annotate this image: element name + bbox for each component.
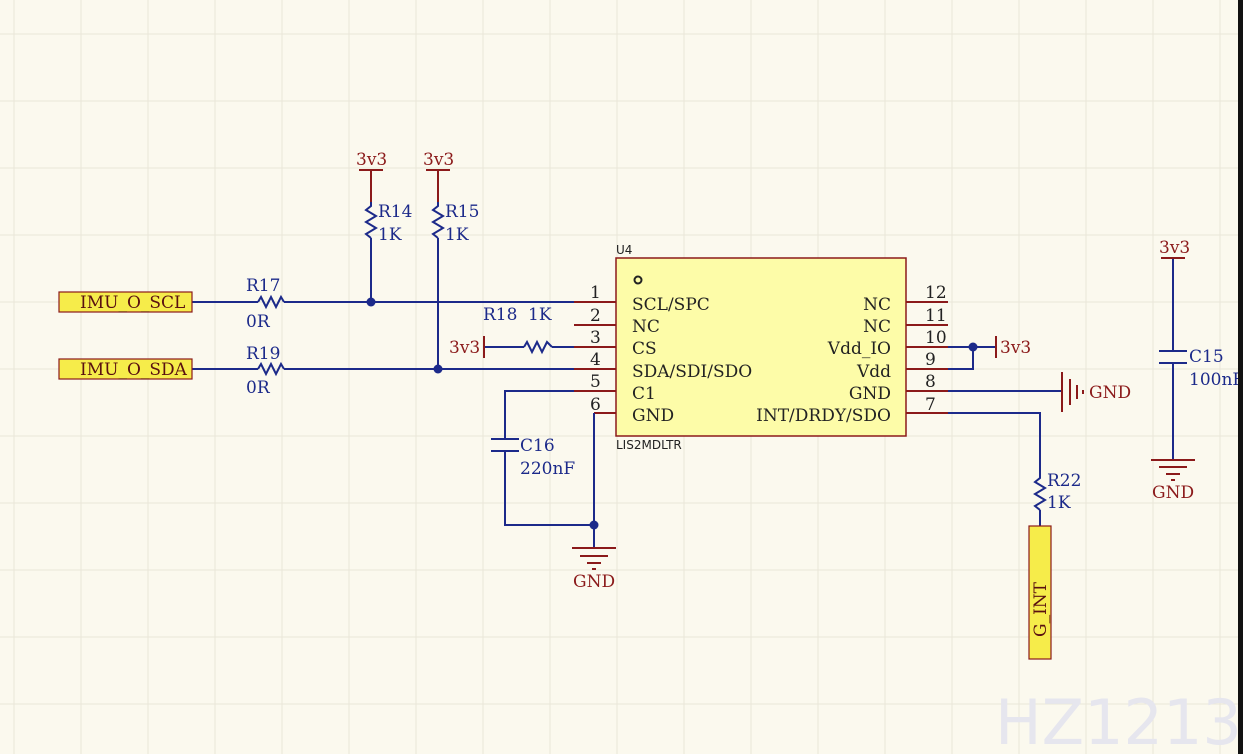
pin-number: 11 — [925, 306, 947, 326]
power-3v3-c15[interactable]: 3v3 — [1159, 238, 1190, 259]
resistor-value: 1K — [1047, 493, 1071, 513]
pin-number: 10 — [925, 328, 947, 348]
ic-part-number: LIS2MDLTR — [616, 438, 682, 452]
power-label: 3v3 — [1159, 238, 1190, 258]
resistor-ref: R19 — [246, 344, 280, 364]
pin-name: SDA/SDI/SDO — [632, 362, 752, 382]
resistor-ref: R17 — [246, 276, 280, 296]
resistor-ref: R22 — [1047, 471, 1081, 491]
capacitor-value: 220nF — [520, 459, 575, 479]
ic-u4[interactable]: U4 LIS2MDLTR 1 SCL/SPC 2 NC 3 CS 4 SDA/S… — [574, 243, 948, 452]
resistor-value: 0R — [246, 378, 271, 398]
ic-pin-10[interactable]: 10 Vdd_IO — [827, 328, 948, 359]
pin-name: SCL/SPC — [632, 295, 710, 315]
port-imu-scl[interactable]: IMU_O_SCL — [58, 291, 193, 313]
port-label: IMU_O_SCL — [80, 293, 185, 313]
ground-u4-pin8[interactable]: GND — [1061, 372, 1131, 412]
power-3v3-vdd[interactable]: 3v3 — [995, 336, 1031, 358]
port-g-int[interactable]: G_INT — [1028, 525, 1052, 660]
ic-pin-3[interactable]: 3 CS — [574, 328, 657, 359]
power-3v3-cs[interactable]: 3v3 — [449, 336, 485, 358]
ic-pin-7[interactable]: 7 INT/DRDY/SDO — [756, 395, 948, 426]
ic-pin-12[interactable]: 12 NC — [863, 283, 948, 315]
port-imu-sda[interactable]: IMU_O_SDA — [58, 358, 193, 380]
capacitor-value: 100nF — [1189, 370, 1243, 390]
junctions — [366, 297, 978, 530]
resistor-ref: R18 — [483, 305, 517, 325]
capacitor-ref: C15 — [1189, 347, 1224, 367]
ground-label: GND — [1152, 483, 1194, 503]
power-label: 3v3 — [423, 150, 454, 170]
window-edge — [1238, 0, 1243, 754]
ic-pin-2[interactable]: 2 NC — [574, 306, 660, 337]
resistor-r18[interactable]: R18 1K — [483, 305, 553, 355]
ic-pin-5[interactable]: 5 C1 — [574, 372, 656, 404]
ic-pin-11[interactable]: 11 NC — [863, 306, 948, 337]
pin-name: Vdd_IO — [827, 339, 891, 359]
port-label: G_INT — [1031, 581, 1051, 637]
pin-number: 6 — [590, 395, 601, 415]
power-3v3-r14[interactable]: 3v3 — [356, 150, 387, 202]
ic-pin-6[interactable]: 6 GND — [590, 395, 674, 426]
capacitor-c15[interactable]: C15 100nF — [1159, 347, 1243, 390]
pin-number: 8 — [925, 372, 936, 392]
wires — [192, 238, 1174, 548]
pin-number: 12 — [925, 283, 947, 303]
port-label: IMU_O_SDA — [80, 360, 188, 380]
pin-number: 1 — [590, 283, 601, 303]
ground-u4-pin6[interactable]: GND — [572, 547, 616, 592]
pin-name: GND — [632, 406, 674, 426]
pin-name: GND — [849, 384, 891, 404]
pin-name: NC — [863, 295, 891, 315]
ic-designator: U4 — [616, 243, 632, 257]
pin-number: 3 — [590, 328, 601, 348]
resistor-value: 0R — [246, 312, 271, 332]
pin1-marker — [633, 275, 643, 285]
resistor-ref: R14 — [378, 202, 412, 222]
pin-name: C1 — [632, 384, 656, 404]
ic-pin-8[interactable]: 8 GND — [849, 372, 948, 404]
pin-name: INT/DRDY/SDO — [756, 406, 891, 426]
watermark-text: HZ12138 — [995, 686, 1243, 754]
resistor-r17[interactable]: R17 0R — [246, 276, 285, 332]
resistor-r14[interactable]: R14 1K — [364, 202, 412, 245]
pin-number: 5 — [590, 372, 601, 392]
power-label: 3v3 — [449, 338, 480, 358]
pin-number: 4 — [590, 350, 601, 370]
resistor-r22[interactable]: R22 1K — [1033, 471, 1081, 513]
ic-pin-4[interactable]: 4 SDA/SDI/SDO — [574, 350, 752, 382]
ic-pin-9[interactable]: 9 Vdd — [856, 350, 948, 382]
pin-name: Vdd — [856, 362, 891, 382]
ic-pin-1[interactable]: 1 SCL/SPC — [574, 283, 710, 315]
pin-name: CS — [632, 339, 657, 359]
resistor-value: 1K — [528, 305, 552, 325]
power-label: 3v3 — [1000, 338, 1031, 358]
ground-c15[interactable]: GND — [1151, 459, 1195, 503]
capacitor-ref: C16 — [520, 436, 555, 456]
resistor-value: 1K — [378, 225, 402, 245]
resistor-value: 1K — [445, 225, 469, 245]
ground-label: GND — [1089, 383, 1131, 403]
ic-body — [615, 257, 907, 437]
pin-name: NC — [632, 317, 660, 337]
resistor-r15[interactable]: R15 1K — [431, 202, 479, 245]
resistor-r19[interactable]: R19 0R — [246, 344, 285, 398]
ground-label: GND — [573, 572, 615, 592]
pin-name: NC — [863, 317, 891, 337]
pin-number: 2 — [590, 306, 601, 326]
power-3v3-r15[interactable]: 3v3 — [423, 150, 454, 202]
power-label: 3v3 — [356, 150, 387, 170]
capacitor-c16[interactable]: C16 220nF — [491, 436, 575, 479]
pin-number: 9 — [925, 350, 936, 370]
pin-number: 7 — [925, 395, 936, 415]
resistor-ref: R15 — [445, 202, 479, 222]
